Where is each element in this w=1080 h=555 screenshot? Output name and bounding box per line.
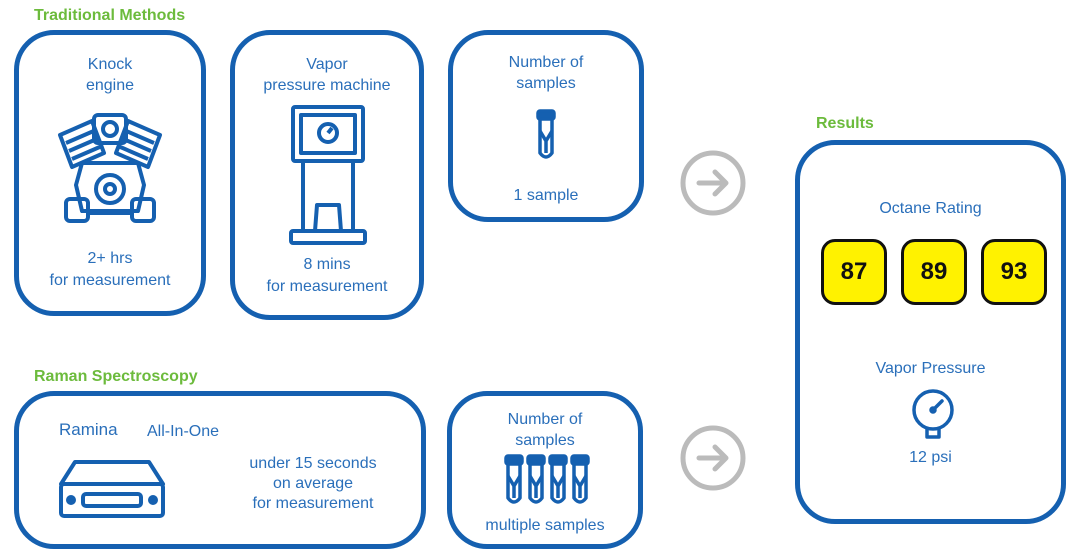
raman-samples-count: multiple samples <box>485 517 605 534</box>
vapor-machine-title-1: Vapor <box>306 56 348 73</box>
octane-value-3: 93 <box>981 239 1047 305</box>
raman-spectroscopy-label: Raman Spectroscopy <box>34 368 198 385</box>
raman-device-icon <box>59 460 165 518</box>
vapor-pressure-title: Vapor Pressure <box>875 360 986 377</box>
arrow-right-icon <box>680 150 746 216</box>
vapor-pressure-value: 12 psi <box>909 449 952 466</box>
raman-device-name: Ramina <box>59 420 118 439</box>
raman-samples-title-2: samples <box>515 432 575 449</box>
raman-device-time-3: for measurement <box>252 495 374 512</box>
arrow-right-icon <box>680 425 746 491</box>
knock-engine-title-1: Knock <box>87 56 133 73</box>
raman-device-time-1: under 15 seconds <box>249 455 377 472</box>
vapor-machine-icon <box>289 105 367 245</box>
raman-device-tag: All-In-One <box>147 423 220 440</box>
results-card: Octane Rating 87 89 93 Vapor Pressure 12… <box>795 140 1066 524</box>
traditional-samples-count: 1 sample <box>513 187 579 204</box>
vapor-machine-time-1: 8 mins <box>303 256 351 273</box>
vapor-machine-time-2: for measurement <box>266 278 388 295</box>
knock-engine-title-2: engine <box>85 77 135 94</box>
test-tube-icon <box>536 109 556 159</box>
traditional-methods-label: Traditional Methods <box>34 7 186 24</box>
test-tubes-icon <box>504 454 590 504</box>
knock-engine-time-1: 2+ hrs <box>87 250 133 267</box>
traditional-samples-title-1: Number of <box>508 54 584 71</box>
knock-engine-card: Knock engine 2+ hrs for measurement <box>14 30 206 316</box>
octane-rating-title: Octane Rating <box>879 200 982 217</box>
knock-engine-time-2: for measurement <box>49 272 171 289</box>
gauge-icon <box>912 389 954 439</box>
traditional-samples-title-2: samples <box>516 75 576 92</box>
results-label: Results <box>816 115 874 132</box>
traditional-samples-card: Number of samples 1 sample <box>448 30 644 222</box>
octane-value-1: 87 <box>821 239 887 305</box>
vapor-machine-title-2: pressure machine <box>263 77 391 94</box>
raman-device-time-2: on average <box>272 475 354 492</box>
raman-device-card: Ramina All-In-One under 15 seconds on av… <box>14 391 426 549</box>
octane-value-2: 89 <box>901 239 967 305</box>
vapor-pressure-machine-card: Vapor pressure machine 8 mins for measur… <box>230 30 424 320</box>
raman-samples-title-1: Number of <box>507 411 583 428</box>
raman-samples-card: Number of samples <box>447 391 643 549</box>
engine-icon <box>58 113 162 223</box>
